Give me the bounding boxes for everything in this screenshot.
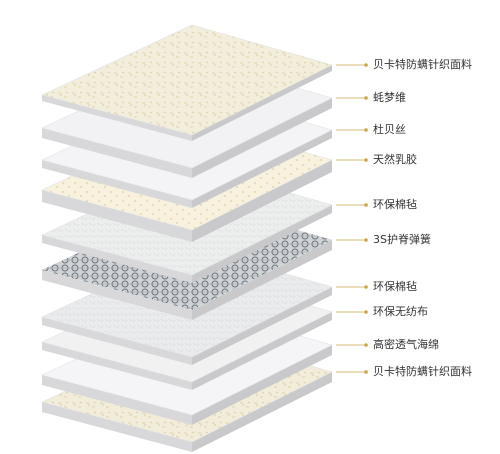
layer-label-spring: 3S护脊弹簧 [373, 233, 431, 246]
leader-dot [364, 285, 368, 289]
leader-dot [364, 96, 368, 100]
leader-dot [364, 343, 368, 347]
leader-dot [364, 370, 368, 374]
leader-dot [364, 63, 368, 67]
leader-dot [364, 310, 368, 314]
layer-label-felt-2: 环保棉毡 [373, 280, 417, 293]
layer-label-latex: 天然乳胶 [373, 153, 417, 166]
layer-jacquard-top [41, 24, 333, 141]
leader-dot [364, 203, 368, 207]
leader-dot [364, 128, 368, 132]
leader-dot [364, 158, 368, 162]
layer-label-jacquard-top: 贝卡特防螨针织面料 [373, 58, 472, 71]
layer-label-jacquard-bottom: 贝卡特防螨针织面料 [373, 365, 472, 378]
layer-label-du-bei-si: 杜贝丝 [373, 123, 406, 136]
layer-label-hd-foam: 高密透气海绵 [373, 338, 439, 351]
leader-dot [364, 238, 368, 242]
layer-label-memory-foam: 蚝梦维 [373, 91, 406, 104]
layer-label-felt-1: 环保棉毡 [373, 198, 417, 211]
layer-label-non-woven: 环保无纺布 [373, 305, 428, 318]
